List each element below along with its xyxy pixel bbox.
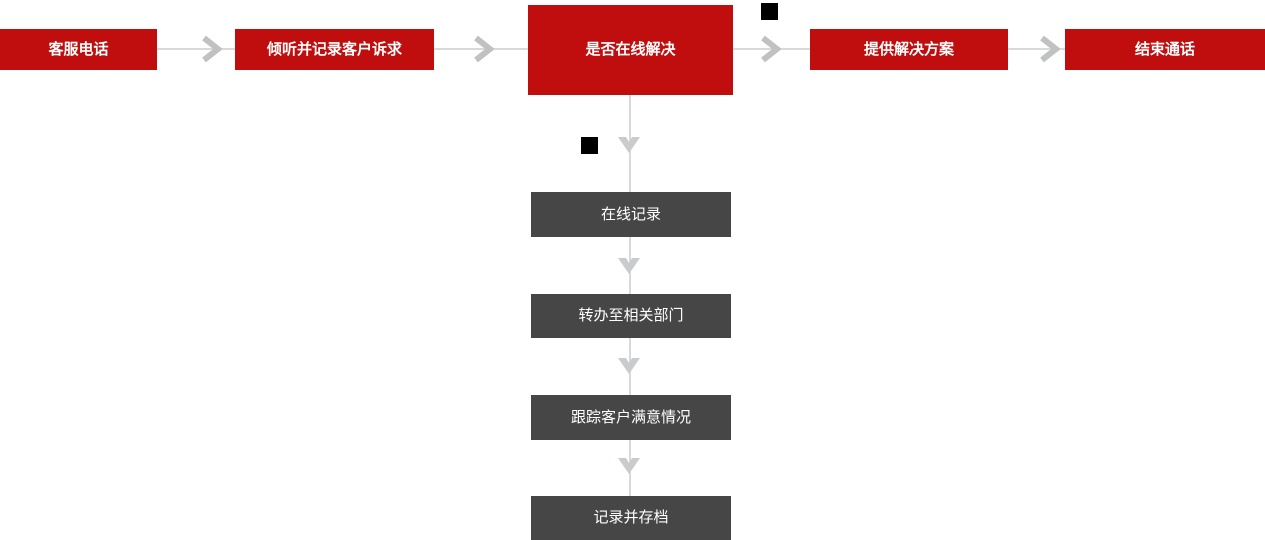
arrow-right-icon <box>1040 35 1060 63</box>
branch-marker-no-icon <box>581 137 598 154</box>
flow-node-track: 跟踪客户满意情况 <box>531 395 731 440</box>
flow-node-start: 客服电话 <box>0 29 157 70</box>
flow-node-label: 记录并存档 <box>593 509 669 526</box>
connector-line-start-listen <box>157 48 235 50</box>
branch-marker-yes-icon <box>761 3 778 20</box>
flow-node-solution: 提供解决方案 <box>810 29 1008 70</box>
arrow-right-icon <box>761 35 781 63</box>
arrow-down-icon <box>618 358 640 374</box>
flow-node-listen: 倾听并记录客户诉求 <box>235 29 434 70</box>
arrow-right-icon <box>474 35 494 63</box>
flow-node-label: 转办至相关部门 <box>578 307 684 324</box>
flow-node-label: 提供解决方案 <box>863 40 954 58</box>
flow-node-label: 在线记录 <box>600 205 661 223</box>
flow-node-label: 倾听并记录客户诉求 <box>266 40 402 58</box>
connector-line-listen-decision <box>434 48 528 50</box>
connector-line-solution-end <box>1008 48 1065 50</box>
connector-line-decision-solution <box>733 48 810 50</box>
flow-node-decision: 是否在线解决 <box>528 5 733 95</box>
arrow-right-icon <box>202 35 222 63</box>
arrow-down-icon <box>618 258 640 274</box>
flow-node-archive: 记录并存档 <box>531 496 731 540</box>
flow-node-label: 是否在线解决 <box>585 41 676 58</box>
flow-node-transfer: 转办至相关部门 <box>531 294 731 338</box>
flow-node-online-record: 在线记录 <box>531 192 731 237</box>
flow-node-end: 结束通话 <box>1065 29 1265 70</box>
flow-node-label: 跟踪客户满意情况 <box>570 408 691 426</box>
arrow-down-icon <box>618 137 640 153</box>
flow-node-label: 结束通话 <box>1134 40 1195 58</box>
flow-node-label: 客服电话 <box>48 40 109 58</box>
arrow-down-icon <box>618 458 640 474</box>
